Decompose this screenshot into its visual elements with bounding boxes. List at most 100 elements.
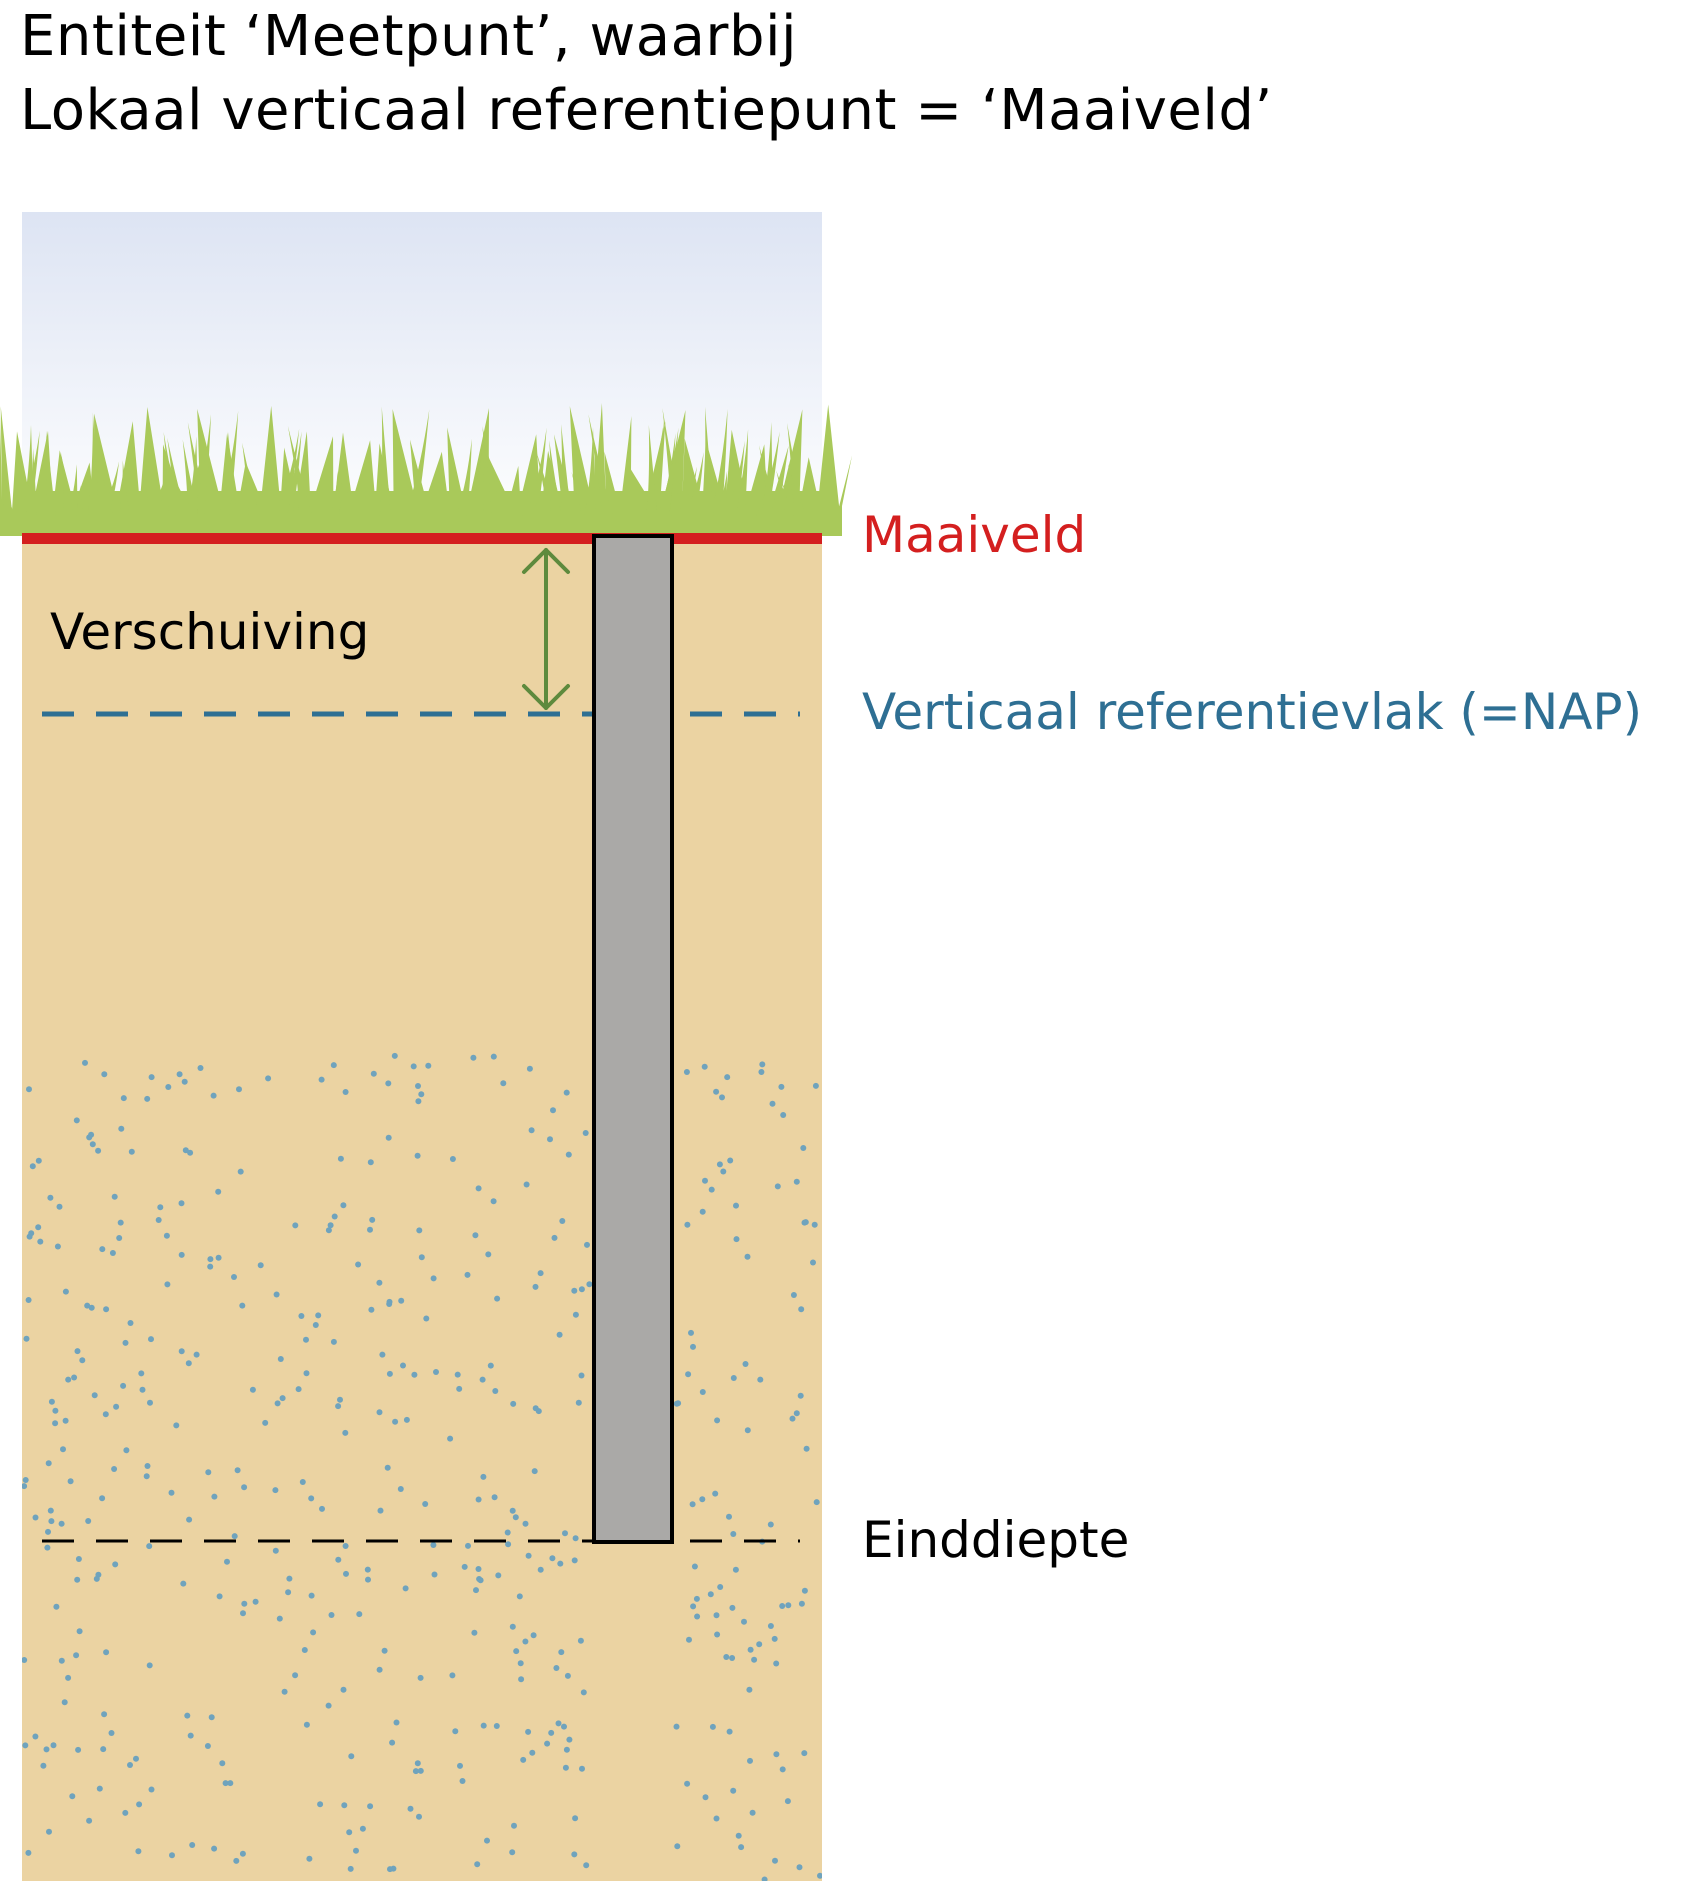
sand-dot	[52, 1420, 59, 1427]
sand-dot	[556, 1331, 563, 1338]
sand-dot	[58, 1520, 65, 1527]
sand-dot	[292, 1222, 299, 1229]
sand-dot	[756, 1641, 763, 1648]
sand-dot	[47, 1194, 54, 1201]
sand-dot	[364, 1566, 371, 1573]
sand-dot	[720, 1168, 727, 1175]
sand-dot	[563, 1746, 570, 1753]
sand-dot	[327, 1222, 334, 1229]
sand-dot	[74, 1348, 81, 1355]
sand-dot	[82, 1059, 88, 1066]
sand-dot	[584, 1241, 590, 1248]
sand-dot	[500, 1080, 507, 1087]
sand-dot	[417, 1674, 424, 1681]
sand-dot	[713, 1088, 720, 1095]
sand-dot	[518, 1676, 525, 1683]
sand-dot	[730, 1531, 737, 1537]
sand-dot	[690, 1343, 696, 1350]
sand-dot	[430, 1542, 437, 1548]
sand-dot	[210, 1092, 217, 1099]
sand-dot	[549, 1555, 556, 1562]
sand-dot	[367, 1159, 374, 1166]
sand-dot	[801, 1750, 808, 1757]
sand-dot	[100, 1746, 107, 1753]
sand-dot	[713, 1612, 720, 1619]
sand-dot	[551, 1234, 558, 1241]
sand-dot	[562, 1764, 569, 1771]
sand-dot	[480, 1722, 487, 1729]
sand-dot	[456, 1385, 463, 1392]
sand-dot	[56, 1203, 63, 1210]
sand-dot	[376, 1279, 383, 1286]
sand-dot	[423, 1315, 430, 1322]
sand-dot	[335, 1403, 342, 1410]
sand-dot	[187, 1732, 194, 1739]
sand-dot	[571, 1287, 578, 1294]
sand-dot	[135, 1848, 142, 1855]
grass-blade	[118, 460, 130, 516]
sand-dot	[44, 1544, 51, 1551]
sand-dot	[784, 1798, 791, 1805]
sand-dot	[572, 1815, 579, 1822]
sand-dot	[85, 1518, 92, 1524]
sand-dot	[342, 1089, 349, 1095]
sand-dot	[749, 1809, 756, 1816]
grass-blade	[571, 472, 593, 516]
sand-dot	[550, 1107, 556, 1114]
sand-dot	[370, 1070, 377, 1077]
sand-dot	[713, 1815, 720, 1822]
sand-dot	[113, 1403, 120, 1410]
sand-dot	[778, 1083, 785, 1090]
sand-dot	[367, 1226, 373, 1233]
sand-dot	[240, 1610, 246, 1617]
sand-dot	[586, 1281, 593, 1288]
sand-dot	[487, 1362, 494, 1369]
sand-dot	[386, 1370, 393, 1377]
grass-blade	[646, 424, 658, 516]
sand-dot	[459, 1778, 466, 1784]
sand-dot	[575, 1399, 582, 1406]
sand-dot	[730, 1375, 737, 1381]
sand-dot	[207, 1256, 214, 1263]
sand-dot	[774, 1183, 781, 1190]
sand-dot	[475, 1496, 482, 1503]
sand-dot	[73, 1652, 80, 1659]
sand-dot	[330, 1338, 337, 1345]
sand-dot	[555, 1720, 562, 1727]
sand-dot	[368, 1306, 375, 1313]
sand-dot	[723, 1654, 730, 1660]
sand-dot	[699, 1389, 706, 1395]
sand-dot	[279, 1395, 286, 1402]
sand-dot	[579, 1765, 585, 1772]
sand-dot	[52, 1407, 59, 1414]
sand-dot	[281, 1688, 288, 1695]
sand-dot	[398, 1297, 405, 1304]
sand-dot	[512, 1514, 519, 1521]
sand-dot	[716, 1161, 723, 1168]
sand-dot	[727, 1157, 734, 1164]
sand-dot	[35, 1157, 42, 1164]
grass-blade	[588, 414, 613, 516]
sand-dot	[688, 1329, 694, 1336]
sand-dot	[32, 1514, 39, 1521]
sand-dot	[422, 1501, 429, 1507]
sand-dot	[393, 1719, 400, 1726]
sand-dot	[738, 1844, 745, 1851]
sand-dot	[773, 1751, 780, 1758]
sand-dot	[155, 1217, 162, 1223]
sand-dot	[185, 1360, 192, 1367]
sand-dot	[353, 1847, 359, 1854]
sand-dot	[178, 1348, 185, 1355]
sand-dot	[45, 1460, 52, 1467]
sand-dot	[157, 1204, 164, 1211]
sand-dot	[347, 1865, 354, 1872]
sand-dot	[685, 1371, 692, 1378]
sand-dot	[798, 1600, 805, 1607]
sand-dot	[517, 1660, 524, 1667]
sand-dot	[384, 1464, 391, 1471]
sand-dot	[402, 1585, 409, 1592]
sand-dot	[726, 1513, 732, 1520]
sand-dot	[532, 1405, 539, 1412]
sand-dot	[355, 1261, 362, 1268]
sand-dot	[547, 1136, 553, 1143]
